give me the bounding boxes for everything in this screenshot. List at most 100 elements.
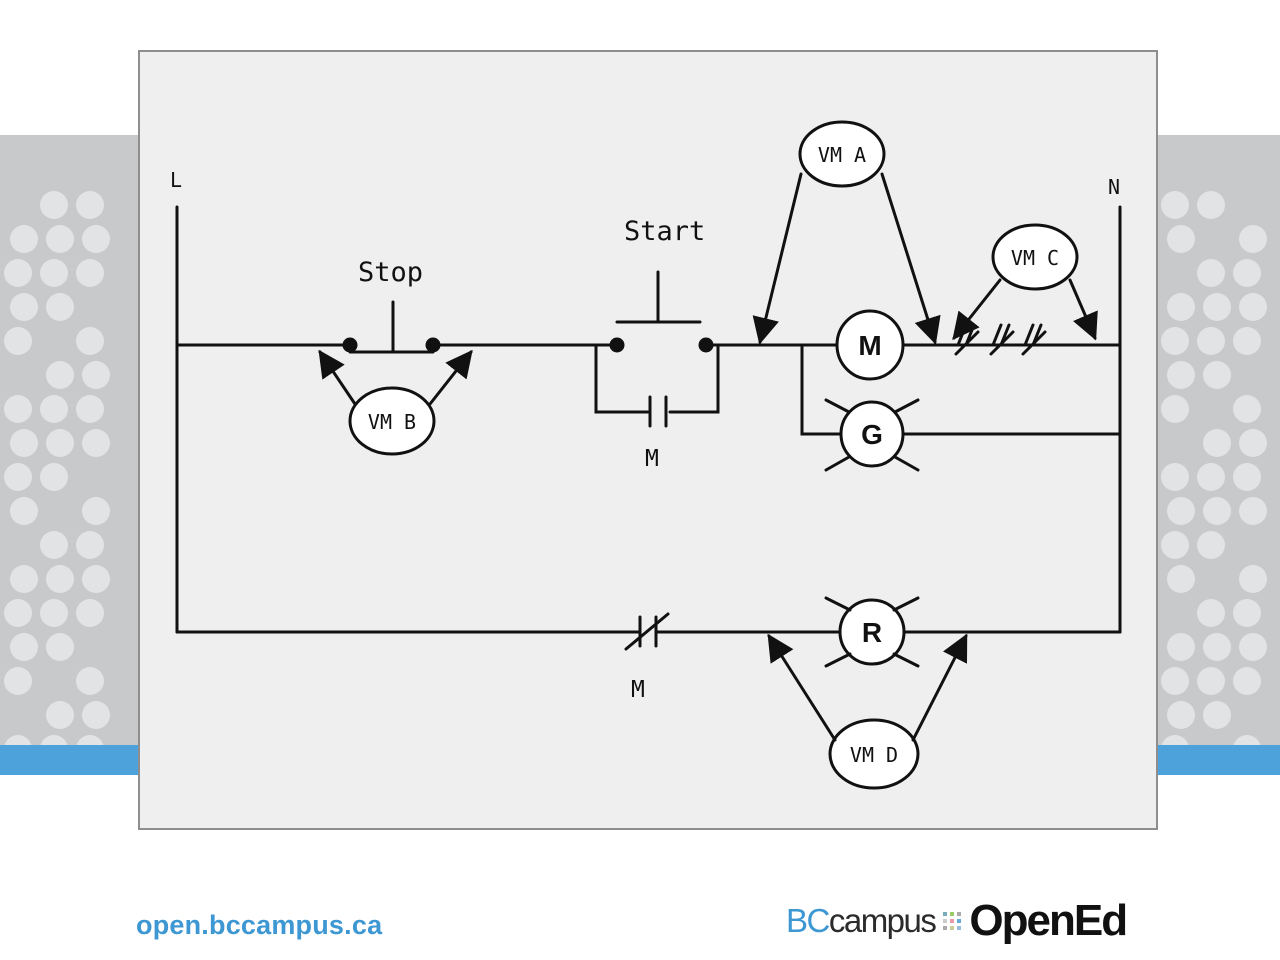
voltmeter-d-label: VM D (850, 743, 898, 767)
background-dot (4, 395, 32, 423)
background-dot (4, 327, 32, 355)
motor-coil (835, 309, 905, 381)
logo-opened-text: OpenEd (969, 896, 1128, 945)
voltmeter-a-label: VM A (818, 143, 866, 167)
background-dot-pattern (4, 191, 1267, 745)
seal-in-contact (648, 395, 668, 428)
voltmeter-b-label: VM B (368, 410, 416, 434)
background-dot (1233, 599, 1261, 627)
background-dot (46, 361, 74, 389)
background-dot (4, 735, 32, 745)
voltmeter-d (828, 718, 920, 790)
nc-contact (624, 612, 670, 651)
background-dot (76, 259, 104, 287)
background-dot (10, 293, 38, 321)
stop-pushbutton (342, 300, 441, 354)
background-dot (1161, 327, 1189, 355)
nc-contact-label: M (631, 677, 645, 703)
background-dot (76, 327, 104, 355)
background-dot (1167, 565, 1195, 593)
logo-campus-text: campus (828, 902, 937, 939)
background-dot (1167, 361, 1195, 389)
background-dot (1233, 259, 1261, 287)
stop-label: Stop (358, 257, 423, 288)
background-dot (1239, 565, 1267, 593)
background-dot (4, 667, 32, 695)
voltmeter-c-label: VM C (1011, 246, 1059, 270)
background-dot (82, 361, 110, 389)
background-dot (1239, 497, 1267, 525)
background-dot (1197, 531, 1225, 559)
background-dot (1239, 633, 1267, 661)
background-dot (1161, 395, 1189, 423)
background-dot (1203, 429, 1231, 457)
logo-bc-text: BC (786, 902, 830, 939)
red-lamp (824, 596, 920, 668)
red-lamp-label: R (862, 617, 882, 648)
background-dot (40, 599, 68, 627)
site-url-link[interactable]: open.bccampus.ca (136, 910, 383, 940)
background-dot (1203, 701, 1231, 729)
background-dot (1233, 735, 1261, 745)
seal-in-contact-label: M (645, 446, 659, 472)
background-dot (40, 735, 68, 745)
background-dot (1203, 633, 1231, 661)
background-dot (1197, 327, 1225, 355)
background-dot (1233, 667, 1261, 695)
background-dot (1197, 259, 1225, 287)
background-dot (76, 191, 104, 219)
background-dot (46, 701, 74, 729)
voltmeter-leads (318, 172, 1098, 742)
background-dot (40, 395, 68, 423)
background-dot (10, 225, 38, 253)
ladder-diagram-panel: L N Stop Start M M M G R VM A VM B VM C … (138, 50, 1158, 830)
background-dot (1239, 225, 1267, 253)
green-lamp-branch-wire (800, 343, 1122, 436)
background-dot (1161, 463, 1189, 491)
background-dot (4, 599, 32, 627)
background-dot (40, 191, 68, 219)
background-dot (10, 633, 38, 661)
ladder-diagram: L N Stop Start M M M G R VM A VM B VM C … (170, 120, 1122, 790)
background-dot (1161, 667, 1189, 695)
background-dot (82, 565, 110, 593)
background-dot (1233, 395, 1261, 423)
background-dot (1203, 293, 1231, 321)
background-dot (82, 701, 110, 729)
background-dot (46, 565, 74, 593)
background-dot (10, 497, 38, 525)
green-lamp (824, 398, 920, 472)
background-dot (1161, 191, 1189, 219)
background-dot (1239, 429, 1267, 457)
background-dot (4, 463, 32, 491)
voltmeter-b (348, 386, 436, 456)
background-dot (1167, 293, 1195, 321)
logo-grid-icon (943, 912, 962, 930)
background-dot (1167, 225, 1195, 253)
background-dot (1203, 361, 1231, 389)
voltmeter-c (991, 223, 1079, 291)
background-dot (1233, 327, 1261, 355)
background-dot (40, 531, 68, 559)
background-dot (76, 599, 104, 627)
background-dot (1197, 191, 1225, 219)
background-dot (40, 463, 68, 491)
voltmeter-a (798, 120, 886, 188)
background-dot (10, 565, 38, 593)
background-dot (40, 259, 68, 287)
background-dot (76, 531, 104, 559)
background-dot (1203, 497, 1231, 525)
background-dot (4, 259, 32, 287)
background-dot (82, 429, 110, 457)
start-label: Start (624, 216, 705, 247)
background-dot (82, 225, 110, 253)
bccampus-opened-logo: BC campus OpenEd (786, 895, 1128, 947)
motor-coil-label: M (858, 330, 881, 361)
background-dot (1161, 531, 1189, 559)
background-dot (1167, 633, 1195, 661)
background-dot (10, 429, 38, 457)
green-lamp-label: G (861, 419, 883, 450)
background-dot (76, 667, 104, 695)
background-dot (46, 429, 74, 457)
overload-contacts (954, 323, 1047, 356)
